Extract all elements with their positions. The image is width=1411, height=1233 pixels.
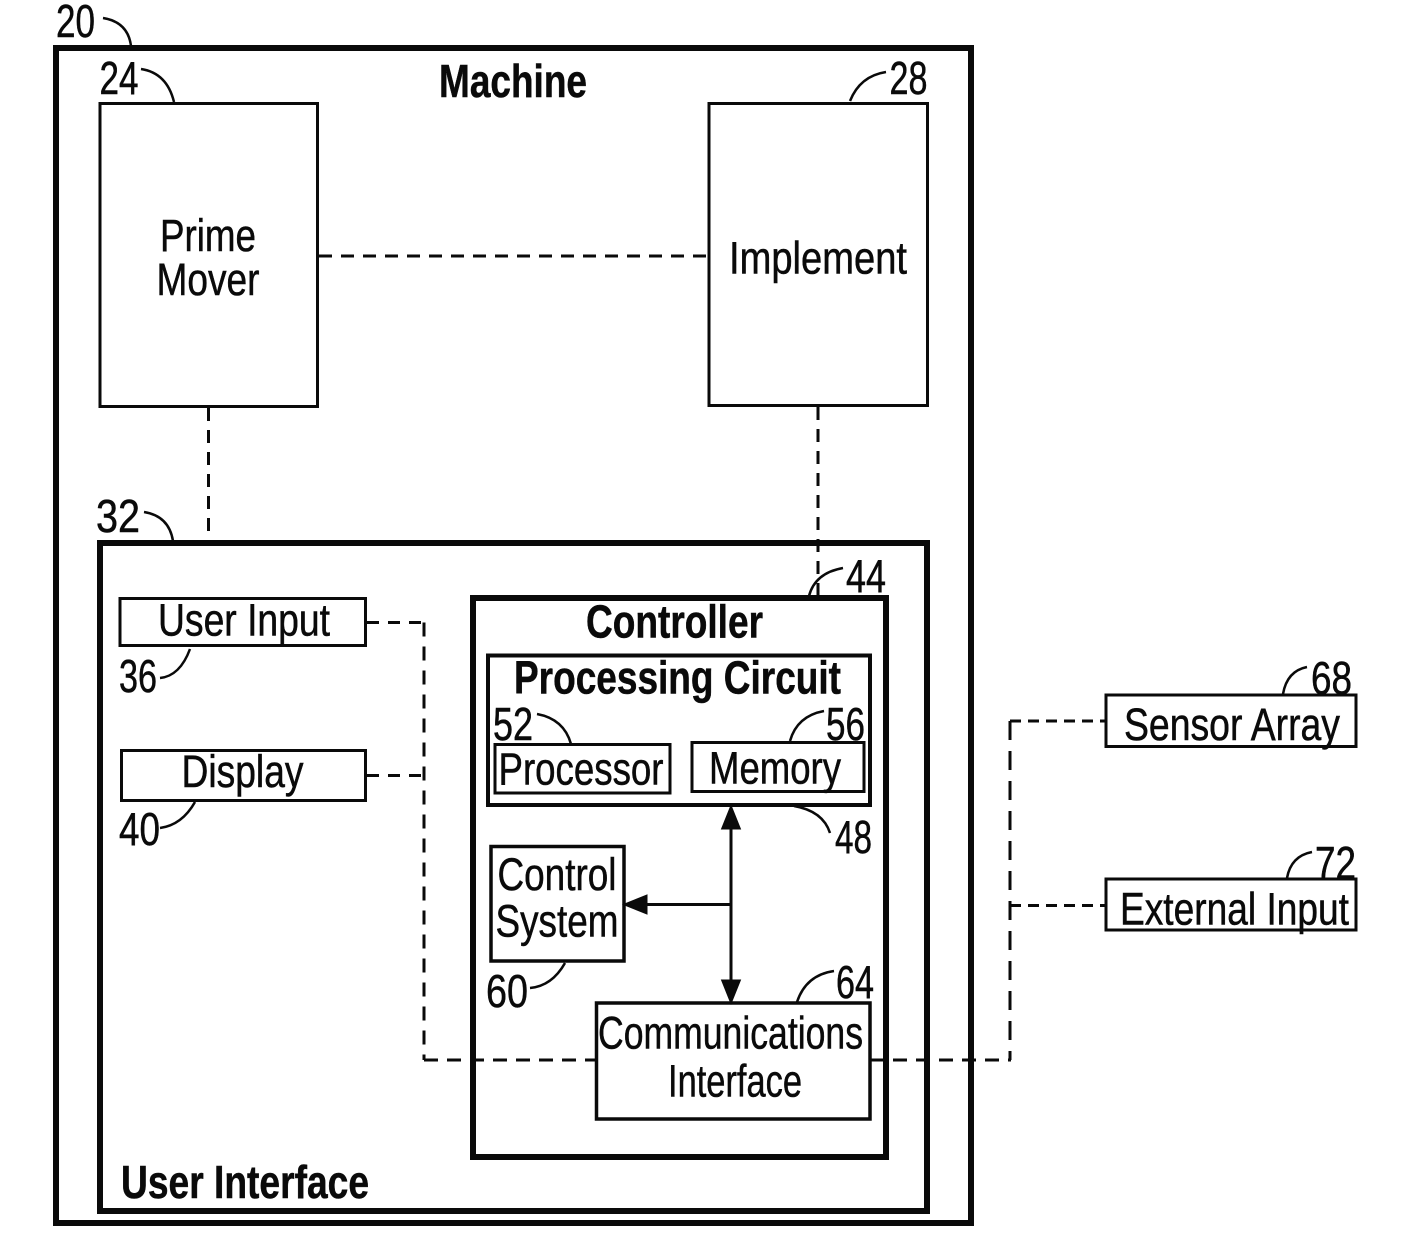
svg-text:Sensor Array: Sensor Array <box>1124 699 1340 750</box>
svg-text:72: 72 <box>1315 837 1356 889</box>
svg-text:60: 60 <box>486 965 528 1017</box>
svg-text:40: 40 <box>119 803 160 855</box>
svg-text:Interface: Interface <box>668 1056 802 1107</box>
svg-text:Control: Control <box>498 849 617 900</box>
svg-text:Implement: Implement <box>729 233 907 284</box>
svg-text:Processing Circuit: Processing Circuit <box>514 652 841 704</box>
svg-text:User Input: User Input <box>158 595 330 646</box>
svg-text:Display: Display <box>182 746 304 797</box>
svg-text:System: System <box>496 896 619 947</box>
svg-text:44: 44 <box>846 550 886 602</box>
svg-text:48: 48 <box>835 811 872 863</box>
svg-text:64: 64 <box>836 956 874 1008</box>
svg-text:External Input: External Input <box>1120 884 1349 935</box>
svg-text:32: 32 <box>96 490 140 542</box>
svg-text:20: 20 <box>56 0 95 47</box>
svg-text:52: 52 <box>493 698 533 750</box>
svg-text:Machine: Machine <box>439 55 587 107</box>
svg-text:24: 24 <box>100 52 139 104</box>
svg-text:28: 28 <box>890 52 928 104</box>
svg-text:Prime: Prime <box>160 210 256 261</box>
svg-text:36: 36 <box>119 650 157 702</box>
svg-text:Communications: Communications <box>598 1008 863 1059</box>
svg-text:User Interface: User Interface <box>121 1156 369 1208</box>
svg-text:56: 56 <box>826 698 865 750</box>
svg-text:Mover: Mover <box>157 254 260 305</box>
svg-text:Memory: Memory <box>709 743 841 794</box>
svg-text:68: 68 <box>1311 652 1352 704</box>
svg-text:Processor: Processor <box>499 744 664 795</box>
svg-text:Controller: Controller <box>586 596 763 648</box>
